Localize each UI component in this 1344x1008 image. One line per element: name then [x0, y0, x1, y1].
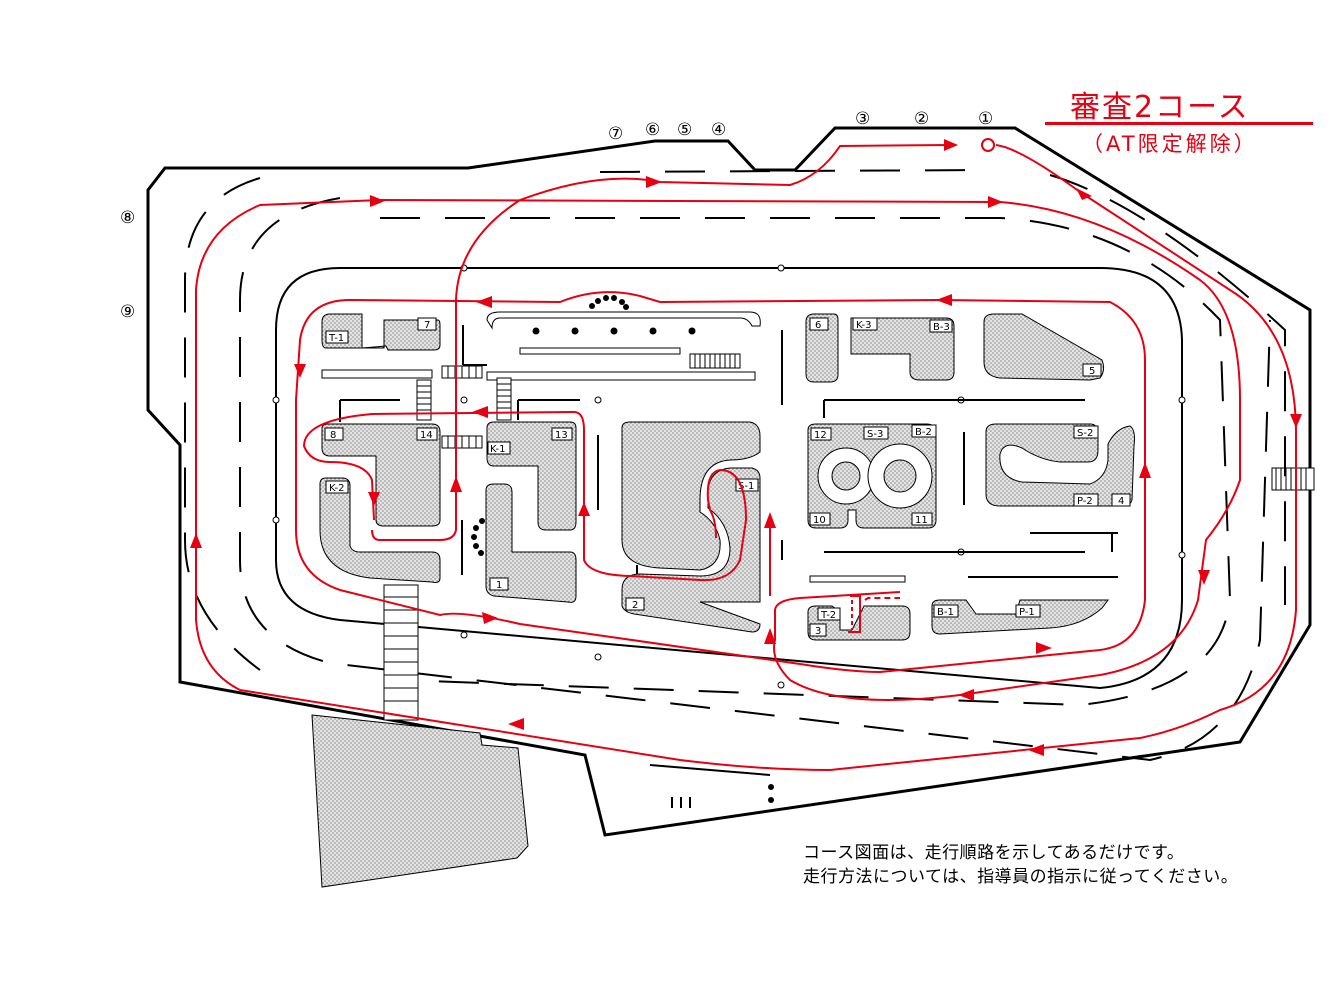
footnote-route: コース図面は、走行順路を示してあるだけです。 [803, 843, 1185, 863]
page-title: 審査2コース [1070, 90, 1250, 125]
numbered-points: ① ② ③ ④ ⑤ ⑥ ⑦ ⑧ ⑨ [120, 109, 993, 322]
s3-figure-eight-inner [831, 459, 917, 493]
page-subtitle: （AT限定解除） [1082, 132, 1258, 156]
block-label: 8 [330, 430, 336, 441]
block-label-boxes [324, 317, 1131, 637]
building-area [311, 714, 529, 888]
block-label: K-2 [329, 483, 344, 494]
driving-route [195, 138, 1297, 772]
block-label: B-3 [933, 322, 950, 333]
block-label: 5 [1089, 366, 1095, 377]
point-8: ⑧ [120, 208, 135, 228]
point-9: ⑨ [120, 302, 135, 322]
point-2: ② [914, 109, 929, 129]
point-4: ④ [711, 120, 726, 140]
block-label: B-2 [915, 427, 932, 438]
pylons [471, 295, 774, 803]
block-label: P-2 [1077, 496, 1093, 507]
crosswalk-stripes [384, 354, 736, 702]
block-label: 3 [815, 626, 821, 637]
railway-crossing [1271, 467, 1315, 491]
point-5: ⑤ [677, 120, 692, 140]
block-label: S-3 [867, 429, 883, 440]
point-7: ⑦ [608, 124, 623, 144]
block-label: S-2 [1077, 428, 1093, 439]
block-labels: T-1 7 8 14 K-1 13 K-2 1 2 S-1 6 K-3 B-3 … [328, 320, 1124, 637]
route-arrows [190, 139, 1302, 756]
outer-lane-dashes [184, 169, 1286, 762]
block-label: 12 [814, 430, 827, 441]
footnote-instructions: 走行方法については、指導員の指示に従ってください。 [803, 867, 1239, 887]
point-6: ⑥ [645, 120, 660, 140]
block-label: 6 [815, 320, 821, 331]
block-label: K-3 [856, 320, 871, 331]
course-inner-boundary [275, 267, 1183, 690]
block-label: 11 [915, 515, 928, 526]
block-label: 4 [1118, 496, 1124, 507]
block-label: 14 [420, 430, 433, 441]
block-label: 10 [813, 515, 826, 526]
title-underline [1045, 122, 1313, 125]
point-1: ① [978, 109, 993, 129]
block-label: T-1 [328, 333, 344, 344]
block-label: S-1 [738, 481, 754, 492]
block-label: 13 [555, 430, 568, 441]
block-label: K-1 [490, 444, 505, 455]
median-strips [321, 311, 906, 583]
block-label: 2 [632, 600, 638, 611]
inner-road-lines [339, 325, 1118, 808]
block-label: 7 [424, 320, 430, 331]
road-markers [272, 264, 1186, 689]
point-3: ③ [855, 109, 870, 129]
block-label: B-1 [937, 607, 954, 618]
block-label: 1 [496, 580, 502, 591]
block-label: T-2 [820, 610, 836, 621]
block-label: P-1 [1019, 607, 1035, 618]
